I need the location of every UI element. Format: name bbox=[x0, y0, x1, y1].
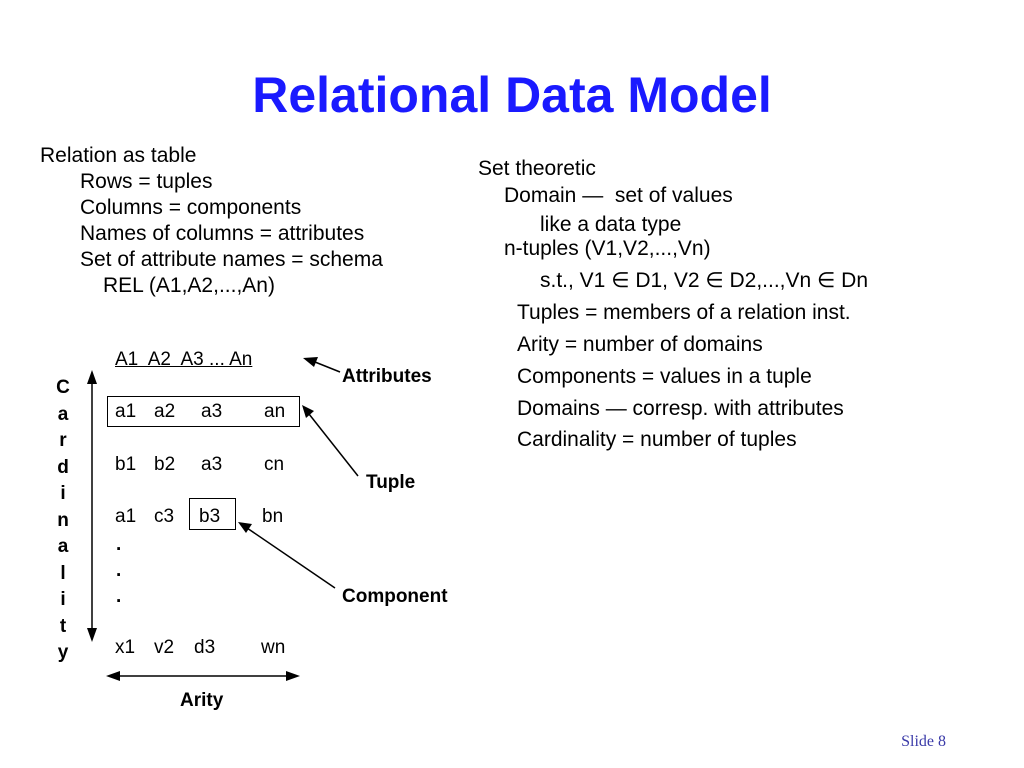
right-item: Tuples = members of a relation inst. bbox=[517, 301, 851, 324]
table-cell: wn bbox=[261, 637, 286, 658]
ntuples-definition: n-tuples (V1,V2,...,Vn) bbox=[504, 237, 711, 260]
table-cell: v2 bbox=[154, 637, 175, 658]
table-cell: d3 bbox=[194, 637, 216, 658]
right-item: Domains — corresp. with attributes bbox=[517, 397, 844, 420]
cardinality-label: C a r d i n a l i t y bbox=[56, 377, 70, 663]
table-cell: x1 bbox=[115, 637, 136, 658]
tuple-callout-arrow bbox=[308, 413, 359, 477]
table-cell: cn bbox=[264, 454, 285, 475]
slide-title: Relational Data Model bbox=[252, 67, 772, 123]
table-cell: a1 bbox=[115, 506, 137, 527]
left-item: Rows = tuples bbox=[80, 170, 213, 193]
slide-number: Slide 8 bbox=[901, 733, 946, 750]
table-cell: c3 bbox=[154, 506, 175, 527]
table-cell: a3 bbox=[201, 401, 223, 422]
table-cell: b3 bbox=[199, 506, 221, 527]
arity-label: Arity bbox=[180, 690, 224, 711]
schema-example: REL (A1,A2,...,An) bbox=[103, 274, 275, 297]
component-box bbox=[189, 498, 236, 530]
table-cell: b2 bbox=[154, 454, 176, 475]
left-item: Names of columns = attributes bbox=[80, 222, 365, 245]
tuple-label: Tuple bbox=[366, 472, 416, 493]
attributes-label: Attributes bbox=[342, 366, 432, 387]
left-item: Columns = components bbox=[80, 196, 302, 219]
tuple-box bbox=[107, 396, 300, 427]
table-cell: b1 bbox=[115, 454, 137, 475]
component-label: Component bbox=[342, 586, 448, 607]
attributes-callout-arrow bbox=[314, 361, 341, 373]
domain-note: like a data type bbox=[540, 213, 682, 236]
attribute-header: A1 A2 A3 ... An bbox=[115, 349, 253, 370]
component-callout-arrow bbox=[246, 527, 336, 589]
arrowhead bbox=[286, 671, 300, 681]
arrowhead bbox=[87, 628, 97, 642]
arrowhead bbox=[87, 370, 97, 384]
table-cell: a1 bbox=[115, 401, 137, 422]
right-item: Components = values in a tuple bbox=[517, 365, 812, 388]
ellipsis-dot: . bbox=[116, 586, 122, 607]
ellipsis-dot: . bbox=[116, 560, 122, 581]
right-heading: Set theoretic bbox=[478, 157, 596, 180]
left-item: Set of attribute names = schema bbox=[80, 248, 383, 271]
right-item: Cardinality = number of tuples bbox=[517, 428, 797, 451]
such-that-clause: s.t., V1 ∈ D1, V2 ∈ D2,...,Vn ∈ Dn bbox=[540, 269, 868, 292]
arrowhead bbox=[302, 405, 314, 418]
table-cell: a2 bbox=[154, 401, 176, 422]
table-cell: a3 bbox=[201, 454, 223, 475]
right-item: Arity = number of domains bbox=[517, 333, 763, 356]
table-cell: an bbox=[264, 401, 286, 422]
arrowhead bbox=[106, 671, 120, 681]
domain-definition: Domain — set of values bbox=[504, 184, 733, 207]
arrowhead bbox=[238, 522, 252, 533]
table-cell: bn bbox=[262, 506, 284, 527]
left-heading: Relation as table bbox=[40, 144, 197, 167]
arrowhead bbox=[303, 357, 318, 367]
ellipsis-dot: . bbox=[116, 534, 122, 555]
